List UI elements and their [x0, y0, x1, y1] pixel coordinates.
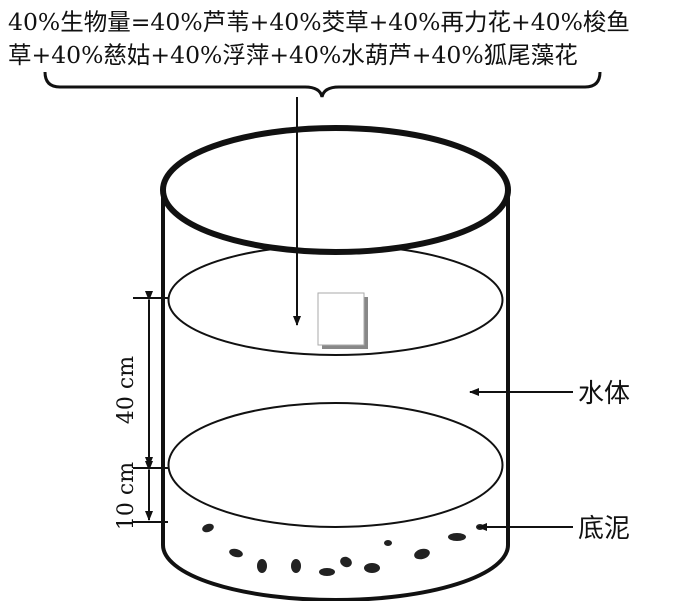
plant-square: [317, 292, 365, 346]
biomass-formula: 40%生物量=40%芦苇+40%茭草+40%再力花+40%梭鱼 草+40%慈姑+…: [8, 6, 698, 72]
formula-line-2: 草+40%慈姑+40%浮萍+40%水葫芦+40%狐尾藻花: [8, 41, 578, 69]
water-depth-label: 40 cm: [114, 356, 139, 424]
sediment-depth-label: 10 cm: [114, 462, 139, 530]
formula-line-1: 40%生物量=40%芦苇+40%茭草+40%再力花+40%梭鱼: [8, 8, 630, 36]
dimension-lines: [133, 291, 168, 523]
tank-top-rim: [160, 125, 511, 255]
water-label: 水体: [578, 379, 630, 409]
formula-brace: [43, 71, 602, 98]
tank-bottom: [161, 544, 510, 601]
sediment-particles: [202, 523, 484, 576]
sediment-surface: [167, 402, 504, 528]
sediment-label: 底泥: [578, 514, 630, 544]
